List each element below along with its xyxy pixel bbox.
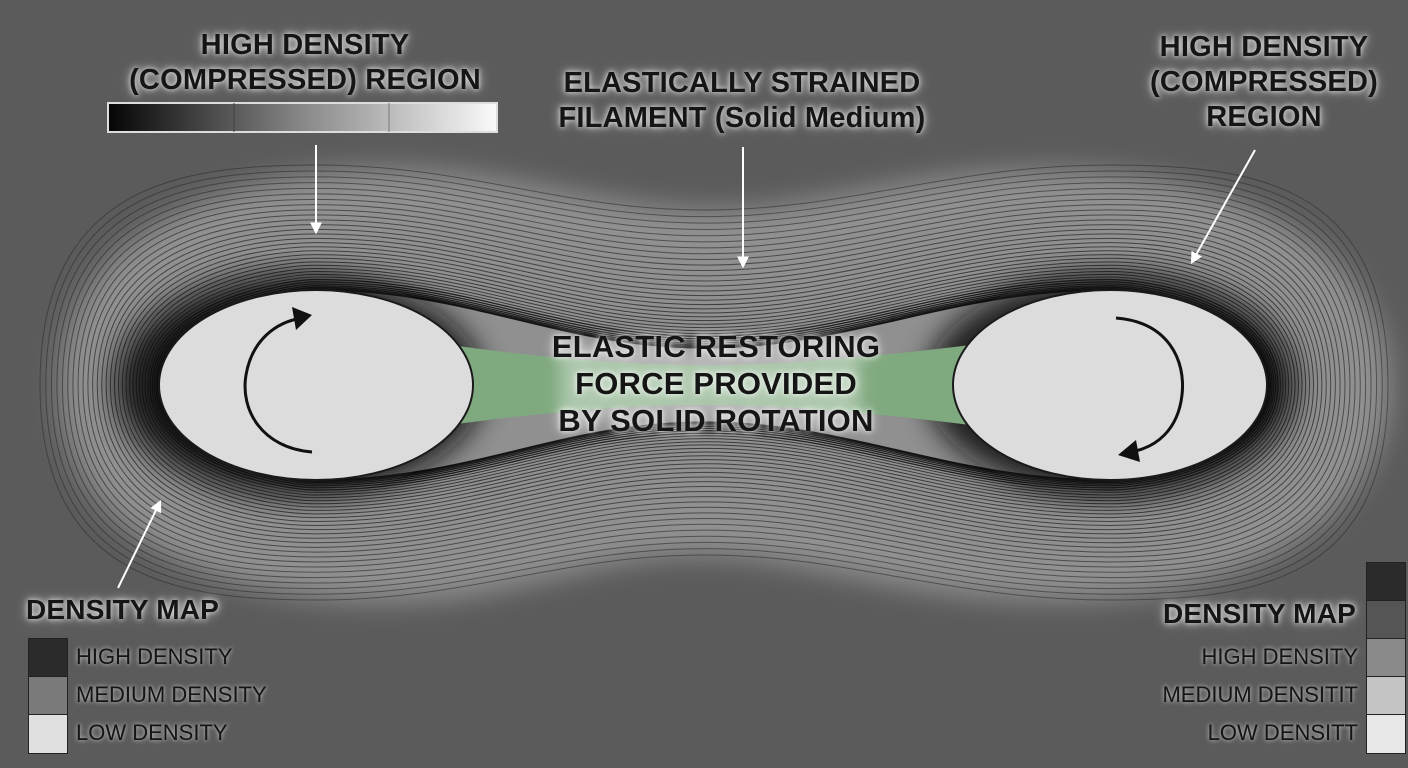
legend-right-swatch-lightest xyxy=(1366,714,1406,754)
contour-line xyxy=(50,176,1378,590)
label-elastic-restoring-force: ELASTIC RESTORING FORCE PROVIDED BY SOLI… xyxy=(540,328,892,440)
contour-line xyxy=(96,224,1332,544)
right-rotation-arrow xyxy=(1115,316,1185,454)
pointer-arrow-top-right xyxy=(1190,149,1256,265)
right-rotating-body xyxy=(952,289,1268,481)
legend-left-swatch-low xyxy=(28,714,68,754)
contour-line xyxy=(92,219,1336,548)
label-strained-filament: ELASTICALLY STRAINED FILAMENT (Solid Med… xyxy=(552,66,932,136)
legend-right-item-high: HIGH DENSITY xyxy=(1201,644,1358,669)
contour-line xyxy=(125,254,1303,515)
contour-line xyxy=(109,237,1319,531)
contour-line xyxy=(39,164,1389,601)
density-gradient-bar xyxy=(107,102,498,133)
filament-glow xyxy=(560,345,860,425)
contour-line xyxy=(117,246,1311,523)
contour-line xyxy=(105,233,1323,535)
label-high-density-right-text: HIGH DENSITY (COMPRESSED) REGION xyxy=(1150,31,1378,133)
contour-line xyxy=(72,198,1356,568)
label-elastic-restoring-force-text: ELASTIC RESTORING FORCE PROVIDED BY SOLI… xyxy=(551,329,881,439)
right-rotation-arrowhead xyxy=(1118,440,1140,462)
left-rotation-arrowhead xyxy=(292,307,312,330)
legend-right-title: DENSITY MAP xyxy=(1162,598,1356,629)
legend-left-item-low: LOW DENSITY xyxy=(76,720,228,745)
contour-line xyxy=(67,193,1361,573)
contour-line xyxy=(114,242,1315,526)
legend-left-item-high: HIGH DENSITY xyxy=(76,644,233,669)
left-rotation-arrow xyxy=(243,316,313,454)
contour-line xyxy=(129,257,1299,511)
legend-right-item-medium: MEDIUM DENSITIT xyxy=(1162,682,1358,707)
contour-line xyxy=(87,214,1341,553)
contour-line xyxy=(45,170,1383,595)
contour-line xyxy=(132,261,1296,508)
legend-right-swatch-dark xyxy=(1366,600,1406,640)
contour-line xyxy=(77,204,1351,563)
legend-right-swatch-darkest xyxy=(1366,562,1406,602)
contour-line xyxy=(61,187,1367,579)
legend-right-swatch-light xyxy=(1366,676,1406,716)
legend-left-swatch-medium xyxy=(28,676,68,716)
left-rotating-body xyxy=(158,289,474,481)
legend-left-title: DENSITY MAP xyxy=(26,594,220,625)
legend-right-item-low: LOW DENSITT xyxy=(1207,720,1358,745)
contour-line xyxy=(56,182,1372,584)
contour-line xyxy=(101,228,1327,539)
contour-line xyxy=(82,209,1346,558)
contour-line xyxy=(121,250,1307,519)
label-high-density-right: HIGH DENSITY (COMPRESSED) REGION xyxy=(1140,30,1388,134)
legend-right-swatch-medium xyxy=(1366,638,1406,678)
label-high-density-left: HIGH DENSITY (COMPRESSED) REGION xyxy=(120,28,490,98)
label-strained-filament-text: ELASTICALLY STRAINED FILAMENT (Solid Med… xyxy=(558,67,926,134)
pointer-arrow-bottom-left xyxy=(117,499,162,589)
label-high-density-left-text: HIGH DENSITY (COMPRESSED) REGION xyxy=(129,29,481,96)
legend-left-item-medium: MEDIUM DENSITY xyxy=(76,682,267,707)
legend-left-swatch-high xyxy=(28,638,68,678)
